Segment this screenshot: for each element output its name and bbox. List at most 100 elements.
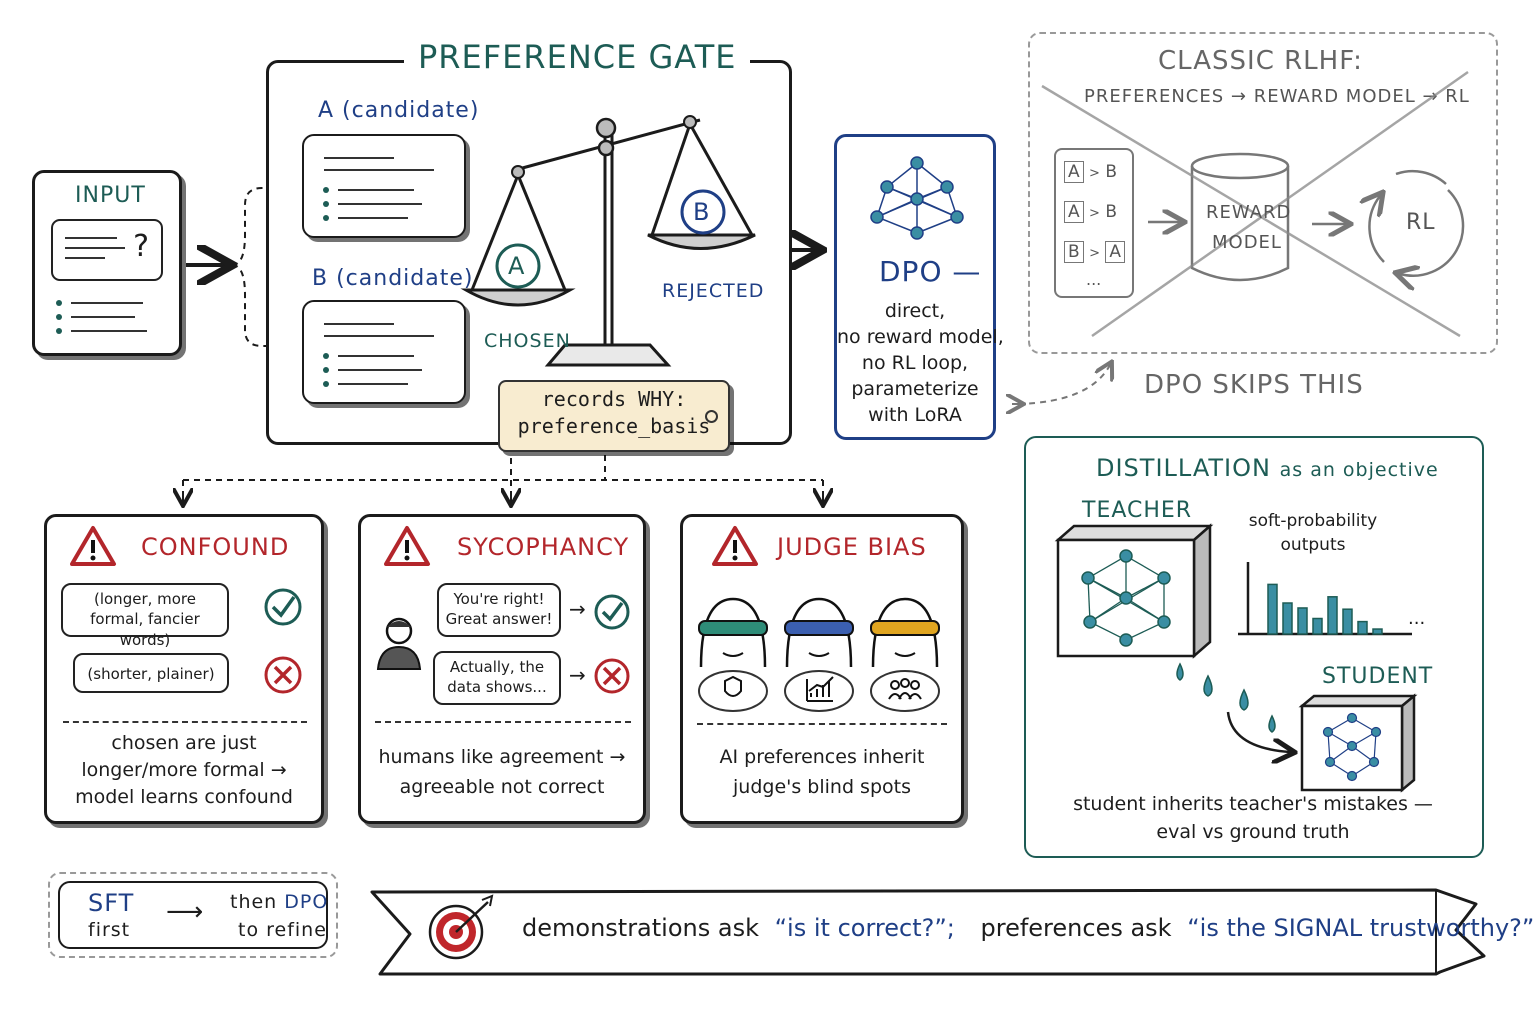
sycophancy-box: SYCOPHANCY You're right! Great answer! →… <box>358 514 646 824</box>
thought-cloud-icon <box>698 670 940 712</box>
rl-label: RL <box>1406 210 1436 235</box>
x-icon <box>593 657 631 699</box>
sft-then-dpo-box: SFT first ⟶ then DPO to refine <box>48 872 338 958</box>
tag-line1: records WHY: <box>541 387 687 411</box>
arrow-right-icon: → <box>569 597 586 621</box>
rlhf-flow: PREFERENCES → REWARD MODEL → RL <box>1084 86 1470 107</box>
soft-prob-bar <box>1297 607 1308 635</box>
judge-caption-2: judge's blind spots <box>733 776 911 798</box>
candidate-a-label: A (candidate) <box>318 98 480 123</box>
arrow-right-icon: → <box>569 663 586 687</box>
then-dpo-line: then DPO <box>230 891 329 913</box>
student-label: STUDENT <box>1322 664 1434 689</box>
input-list-icon <box>56 300 147 334</box>
confound-box: CONFOUND (longer, more formal, fancier w… <box>44 514 324 824</box>
check-icon <box>263 587 303 631</box>
to-refine: to refine <box>238 919 327 941</box>
banner-text: demonstrations ask “is it correct?”; pre… <box>522 914 1535 942</box>
sycophancy-bubble-correct: Actually, the data shows... <box>433 651 561 705</box>
candidate-b-text-lines <box>323 323 434 387</box>
sft-first: first <box>88 919 131 941</box>
soft-prob-line2: outputs <box>1280 535 1346 555</box>
rlhf-title: CLASSIC RLHF: <box>1158 46 1363 76</box>
rejected-label: REJECTED <box>662 280 765 302</box>
blindfolded-judges-icon <box>698 597 940 712</box>
pairs-more: ... <box>1086 270 1102 289</box>
sycophancy-caption-2: agreeable not correct <box>399 776 605 798</box>
input-prompt-card: ? <box>51 219 163 281</box>
pair-row: B > A <box>1064 241 1126 263</box>
person-icon <box>375 613 423 675</box>
dpo-title: DPO — <box>879 255 982 288</box>
drops-icon <box>1176 662 1276 733</box>
reward-model-line2: MODEL <box>1212 232 1282 253</box>
arrow-right-icon: ⟶ <box>166 897 204 927</box>
distill-caption-1: student inherits teacher's mistakes — <box>1073 793 1433 815</box>
question-mark-icon: ? <box>133 229 149 264</box>
soft-prob-bar <box>1282 602 1293 635</box>
distillation-title: DISTILLATION as an objective <box>1096 454 1439 482</box>
cross-out-icon <box>1041 70 1469 338</box>
dpo-line-1: direct, <box>884 300 946 322</box>
dpo-line-3: no RL loop, <box>861 352 969 374</box>
soft-prob-bar <box>1267 583 1278 635</box>
preference-gate-title: PREFERENCE GATE <box>404 38 751 76</box>
soft-prob-axes <box>1238 562 1412 636</box>
warning-icon <box>711 525 759 571</box>
dpo-line-5: with LoRA <box>868 404 962 426</box>
input-label: INPUT <box>75 183 146 208</box>
tag-hole-icon <box>705 410 718 423</box>
soft-prob-bar <box>1312 617 1323 635</box>
warning-icon <box>383 525 431 571</box>
teacher-label: TEACHER <box>1082 498 1193 523</box>
candidate-b-label: B (candidate) <box>312 266 474 291</box>
input-box: INPUT ? <box>32 170 182 356</box>
judge-bias-title: JUDGE BIAS <box>777 533 927 561</box>
soft-prob-bar <box>1357 620 1368 635</box>
candidate-a-card <box>302 134 466 238</box>
reward-model-line1: REWARD <box>1206 202 1292 223</box>
dpo-line-4: parameterize <box>851 378 979 400</box>
confound-title: CONFOUND <box>141 533 290 561</box>
pair-row: A > B <box>1064 201 1117 223</box>
sycophancy-title: SYCOPHANCY <box>457 533 630 561</box>
soft-prob-bar <box>1342 608 1353 635</box>
split-to-b-arrow <box>231 264 292 346</box>
preference-basis-tag: records WHY: preference_basis <box>498 380 730 452</box>
soft-prob-line1: soft-probability <box>1248 511 1378 531</box>
pan-a-letter: A <box>508 252 526 280</box>
chart-icon <box>806 676 834 702</box>
tag-to-pitfalls-arrow <box>182 455 824 500</box>
chosen-label: CHOSEN <box>484 330 571 352</box>
classic-rlhf-box <box>1028 32 1498 354</box>
network-icon <box>870 156 964 240</box>
target-icon <box>428 894 494 960</box>
x-icon <box>263 655 303 699</box>
soft-prob-bar <box>1372 628 1383 635</box>
pan-b-letter: B <box>693 198 711 226</box>
shield-icon <box>724 675 742 697</box>
soft-prob-bars <box>1267 583 1383 635</box>
candidate-a-text-lines <box>323 157 434 221</box>
confound-caption-2: longer/more formal → <box>81 759 287 781</box>
warning-icon <box>69 525 117 571</box>
skip-arrow <box>1017 365 1110 405</box>
sft-label: SFT <box>88 889 135 917</box>
sycophancy-caption-1: humans like agreement → <box>378 746 626 768</box>
soft-prob-bar <box>1327 596 1338 635</box>
candidate-b-card <box>302 300 466 404</box>
check-icon <box>593 593 631 635</box>
dpo-box: DPO — direct, no reward model, no RL loo… <box>834 134 1004 440</box>
confound-bubble-rejected: (shorter, plainer) <box>73 653 229 693</box>
group-icon <box>888 678 922 700</box>
confound-caption-1: chosen are just <box>111 732 257 754</box>
pair-row: A > B <box>1064 161 1117 183</box>
dpo-skips-note: DPO SKIPS THIS <box>1144 370 1364 400</box>
confound-caption-3: model learns confound <box>75 786 293 808</box>
tag-line2: preference_basis <box>517 414 711 438</box>
bars-ellipsis: ... <box>1408 608 1425 629</box>
pairs-card: A > B A > B B > A ... <box>1054 148 1134 298</box>
